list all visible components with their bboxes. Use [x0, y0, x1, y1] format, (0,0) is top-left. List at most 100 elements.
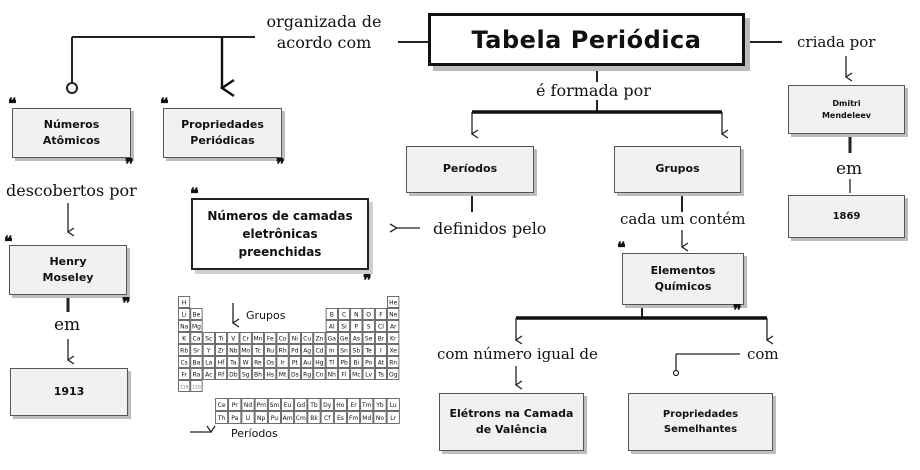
element-symbol: Po: [365, 360, 372, 367]
element-symbol: Pr: [232, 402, 239, 409]
element-symbol: Cm: [296, 415, 306, 422]
node-1913: 1913: [10, 368, 128, 416]
element-cell: [241, 411, 255, 424]
element-cell: [338, 308, 351, 320]
element-cell: [178, 308, 191, 320]
element-cell: [215, 398, 229, 411]
element-symbol: Th: [217, 415, 226, 422]
element-cell: [178, 356, 191, 368]
quote-mark: ❞: [733, 301, 742, 320]
element-symbol: Pt: [292, 360, 299, 367]
quote-mark: ❞: [276, 155, 285, 174]
label-cada-um-contem: cada um contém: [620, 210, 746, 228]
element-cell: [362, 320, 375, 332]
label-em-1: em: [54, 315, 81, 335]
element-symbol: O: [366, 312, 371, 319]
element-cell: [288, 368, 301, 380]
element-cell: [190, 308, 203, 320]
element-symbol: Ba: [193, 360, 201, 367]
element-symbol: Nd: [244, 402, 252, 409]
element-symbol: Y: [206, 348, 211, 355]
title-box: Tabela Periódica: [428, 13, 745, 66]
quote-mark: ❞: [122, 294, 131, 313]
element-symbol: Ts: [377, 372, 384, 379]
element-symbol: Rb: [180, 348, 188, 355]
element-symbol: Hf: [218, 360, 226, 367]
element-cell: [374, 308, 387, 320]
element-cell: [202, 356, 215, 368]
element-cell: [254, 411, 268, 424]
element-symbol: Os: [266, 360, 274, 367]
element-cell: [338, 356, 351, 368]
element-symbol: Pa: [231, 415, 238, 422]
element-cell: [362, 368, 375, 380]
element-cell: [251, 368, 264, 380]
element-cell: [338, 344, 351, 356]
node-propriedades-periodicas: Propriedades Periódicas: [163, 108, 282, 158]
element-symbol: Bk: [310, 415, 318, 422]
element-cell: [325, 368, 338, 380]
element-cell: [239, 344, 252, 356]
element-cell: [288, 356, 301, 368]
element-symbol: Rf: [218, 372, 225, 379]
element-cell: [333, 411, 347, 424]
element-symbol: Rg: [303, 372, 311, 379]
element-cell: [313, 356, 326, 368]
element-symbol: Ge: [340, 336, 349, 343]
element-cell: [190, 380, 203, 392]
element-cell: [362, 308, 375, 320]
element-cell: [301, 368, 314, 380]
element-cell: [338, 320, 351, 332]
element-symbol: Cf: [324, 415, 331, 422]
element-symbol: Ho: [336, 402, 345, 409]
element-cell: [301, 332, 314, 344]
element-symbol: Lr: [390, 415, 396, 422]
element-cell: [313, 332, 326, 344]
element-symbol: C: [342, 312, 346, 319]
element-symbol: Zr: [218, 348, 225, 355]
element-cell: [276, 356, 289, 368]
element-symbol: He: [389, 300, 398, 307]
element-symbol: Mg: [192, 324, 201, 331]
element-cell: [264, 368, 277, 380]
element-cell: [350, 332, 363, 344]
element-cell: [387, 356, 400, 368]
element-cell: [320, 411, 334, 424]
element-symbol: Tc: [254, 348, 261, 355]
element-cell: [264, 332, 277, 344]
element-symbol: At: [378, 360, 385, 367]
label-descobertos-por: descobertos por: [6, 181, 137, 200]
element-symbol: B: [330, 312, 334, 319]
title-text: Tabela Periódica: [471, 25, 702, 54]
element-cell: [325, 344, 338, 356]
element-cell: [373, 411, 387, 424]
element-cell: [338, 368, 351, 380]
element-cell: [190, 332, 203, 344]
element-symbol: Mt: [279, 372, 287, 379]
element-cell: [281, 398, 295, 411]
element-symbol: Ir: [280, 360, 285, 367]
element-symbol: Cd: [315, 348, 323, 355]
element-symbol: Ag: [303, 348, 311, 355]
element-symbol: I: [380, 348, 382, 355]
element-cell: [333, 398, 347, 411]
element-cell: [374, 356, 387, 368]
element-cell: [362, 356, 375, 368]
element-symbol: In: [329, 348, 335, 355]
element-cell: [276, 332, 289, 344]
element-cell: [387, 368, 400, 380]
node-numeros-atomicos: Números Atômicos: [12, 108, 131, 158]
element-cell: [320, 398, 334, 411]
node-eletrons-camada: Elétrons na Camada de Valência: [439, 393, 584, 451]
element-cell: [241, 398, 255, 411]
label-com: com: [747, 345, 779, 363]
element-cell: [178, 380, 191, 392]
element-symbol: As: [353, 336, 360, 343]
element-cell: [374, 344, 387, 356]
element-cell: [325, 308, 338, 320]
element-symbol: Ac: [205, 372, 212, 379]
element-symbol: Nb: [229, 348, 237, 355]
node-1869: 1869: [788, 195, 905, 238]
element-symbol: Mn: [253, 336, 262, 343]
